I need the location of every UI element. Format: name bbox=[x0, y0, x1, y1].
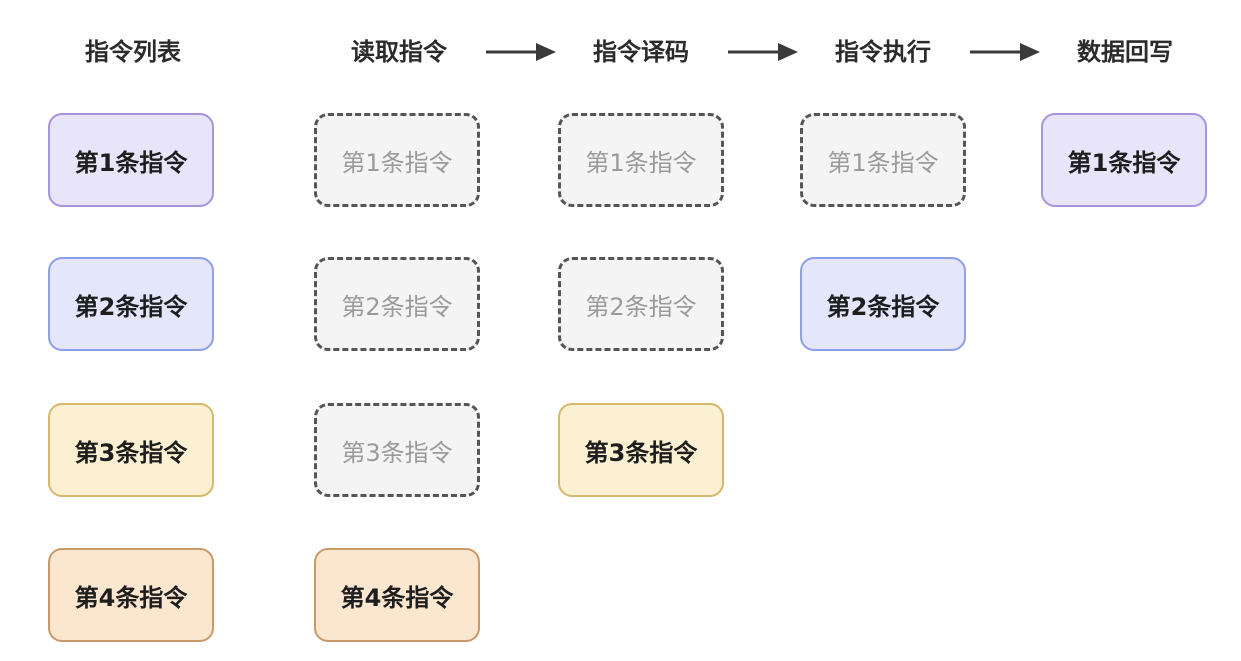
decode-instruction-1-done: 第1条指令 bbox=[558, 113, 724, 207]
list-instruction-1: 第1条指令 bbox=[48, 113, 214, 207]
execute-instruction-1-done: 第1条指令 bbox=[800, 113, 966, 207]
list-instruction-2: 第2条指令 bbox=[48, 257, 214, 351]
fetch-instruction-2-done: 第2条指令 bbox=[314, 257, 480, 351]
list-instruction-4: 第4条指令 bbox=[48, 548, 214, 642]
fetch-instruction-1-done: 第1条指令 bbox=[314, 113, 480, 207]
header-execute: 指令执行 bbox=[835, 38, 931, 66]
writeback-instruction-1-active: 第1条指令 bbox=[1041, 113, 1207, 207]
header-fetch: 读取指令 bbox=[351, 38, 447, 66]
decode-instruction-2-done: 第2条指令 bbox=[558, 257, 724, 351]
decode-instruction-3-active: 第3条指令 bbox=[558, 403, 724, 497]
header-instruction-list: 指令列表 bbox=[85, 38, 181, 66]
arrow-decode-to-execute bbox=[728, 43, 798, 61]
list-instruction-3: 第3条指令 bbox=[48, 403, 214, 497]
arrow-fetch-to-decode bbox=[486, 43, 556, 61]
execute-instruction-2-active: 第2条指令 bbox=[800, 257, 966, 351]
header-decode: 指令译码 bbox=[593, 38, 689, 66]
fetch-instruction-3-done: 第3条指令 bbox=[314, 403, 480, 497]
header-writeback: 数据回写 bbox=[1077, 38, 1173, 66]
arrow-execute-to-writeback bbox=[970, 43, 1040, 61]
fetch-instruction-4-active: 第4条指令 bbox=[314, 548, 480, 642]
